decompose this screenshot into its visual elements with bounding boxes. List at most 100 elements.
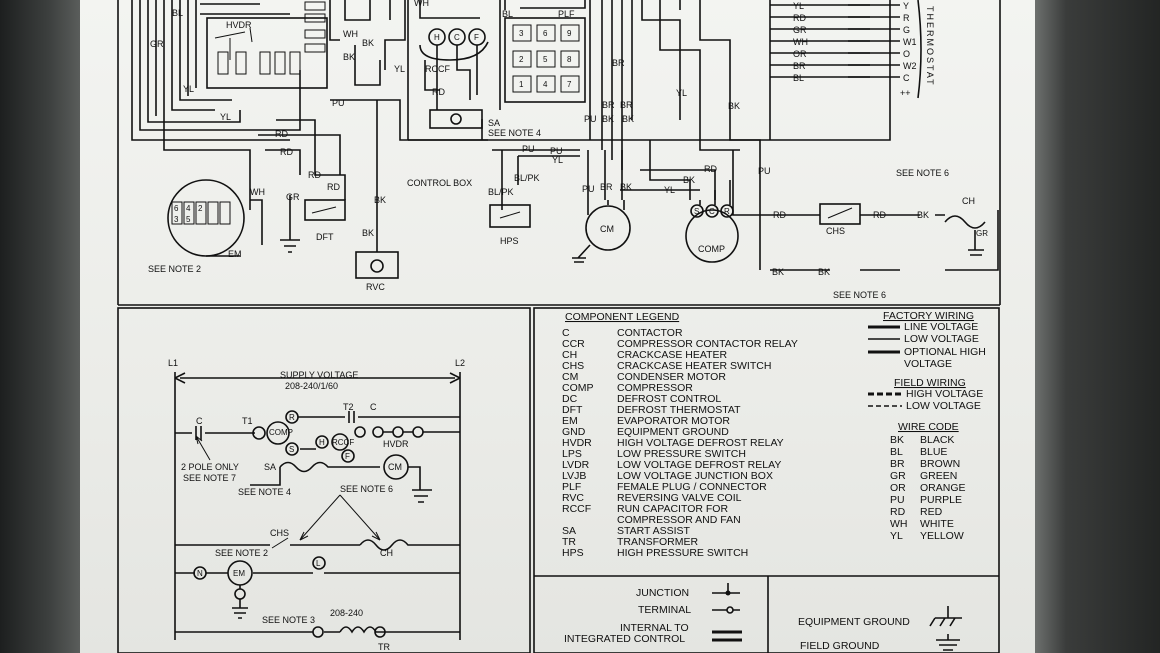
thermostat-wire: OR bbox=[793, 49, 807, 59]
wire-label: PU bbox=[522, 144, 535, 154]
wire-label: PU bbox=[584, 114, 597, 124]
wire-color: YELLOW bbox=[920, 530, 964, 542]
wire-color: PURPLE bbox=[920, 494, 962, 506]
wire-code-table: WIRE CODE BK BLACK BL BLUE BR BROWN GR G… bbox=[890, 421, 966, 542]
hvdr-label: HVDR bbox=[383, 439, 409, 449]
integrated-control-label: INTEGRATED CONTROL bbox=[564, 633, 685, 645]
tr-voltage-label: 208-240 bbox=[330, 608, 363, 618]
see-note-6-label: SEE NOTE 6 bbox=[833, 290, 886, 300]
hps-label: HPS bbox=[500, 236, 519, 246]
wire-color: RED bbox=[920, 506, 943, 518]
cm-label: CM bbox=[388, 462, 402, 472]
chs-label: CHS bbox=[826, 226, 845, 236]
legend-desc: COMPRESSOR bbox=[617, 382, 693, 394]
legend-desc: COMPRESSOR AND FAN bbox=[617, 514, 741, 526]
wire-code: BL bbox=[890, 446, 903, 458]
field-ground-label: FIELD GROUND bbox=[800, 640, 880, 652]
see-note-3-label: SEE NOTE 3 bbox=[262, 615, 315, 625]
f-label: F bbox=[345, 452, 350, 461]
legend-desc: START ASSIST bbox=[617, 525, 691, 537]
legend-code: DFT bbox=[562, 404, 583, 416]
thermostat-wire: BL bbox=[793, 73, 804, 83]
legend-code: COMP bbox=[562, 382, 594, 394]
wire-label: BK bbox=[362, 38, 374, 48]
wire-label: BR bbox=[612, 58, 625, 68]
wire-label: YL bbox=[183, 84, 194, 94]
voltage-label: VOLTAGE bbox=[904, 358, 952, 370]
wire-label: YL bbox=[552, 155, 563, 165]
thermostat-wire: WH bbox=[793, 37, 808, 47]
comp-label: COMP bbox=[698, 244, 725, 254]
comp-terminal: R bbox=[724, 207, 730, 216]
wire-label: RD bbox=[432, 87, 445, 97]
field-low-voltage-label: LOW VOLTAGE bbox=[906, 400, 981, 412]
wire-color: BLACK bbox=[920, 434, 954, 446]
n-label: N bbox=[197, 569, 203, 578]
legend-desc: EVAPORATOR MOTOR bbox=[617, 415, 730, 427]
wire-label: RD bbox=[704, 164, 717, 174]
wire-label: PU bbox=[550, 146, 563, 156]
thermostat-terminal: W2 bbox=[903, 61, 917, 71]
legend-code: RVC bbox=[562, 492, 584, 504]
wire-label: BR bbox=[620, 100, 633, 110]
see-note-2-label: SEE NOTE 2 bbox=[215, 548, 268, 558]
legend-desc: RUN CAPACITOR FOR bbox=[617, 503, 728, 515]
wire-code: BR bbox=[890, 458, 905, 470]
wire-label: BK bbox=[917, 210, 929, 220]
l2-label: L2 bbox=[455, 358, 465, 368]
s-label: S bbox=[289, 445, 294, 454]
wire-code: RD bbox=[890, 506, 906, 518]
wire-label: PU bbox=[332, 98, 345, 108]
plf-pin: 3 bbox=[519, 29, 524, 38]
plf-pin: 7 bbox=[567, 80, 572, 89]
thermostat-terminal: O bbox=[903, 49, 910, 59]
em-pin: 5 bbox=[186, 215, 191, 224]
legend-code: LPS bbox=[562, 448, 582, 460]
legend-desc: CRACKCASE HEATER bbox=[617, 349, 727, 361]
legend-desc: HIGH PRESSURE SWITCH bbox=[617, 547, 748, 559]
legend-desc: COMPRESSOR CONTACTOR RELAY bbox=[617, 338, 798, 350]
legend-desc: REVERSING VALVE COIL bbox=[617, 492, 742, 504]
legend-desc: TRANSFORMER bbox=[617, 536, 699, 548]
plf-pin: 8 bbox=[567, 55, 572, 64]
plf-label: PLF bbox=[558, 9, 575, 19]
plf-pin: 5 bbox=[543, 55, 548, 64]
comp-terminal: S bbox=[694, 207, 699, 216]
plf-pin: 2 bbox=[519, 55, 524, 64]
contactor-c-label: C bbox=[196, 416, 203, 426]
t1-label: T1 bbox=[242, 416, 253, 426]
wire-color: WHITE bbox=[920, 518, 954, 530]
legend-desc: CONTACTOR bbox=[617, 327, 683, 339]
legend-title: COMPONENT LEGEND bbox=[565, 311, 680, 323]
rccf-terminal-c: C bbox=[454, 33, 460, 42]
optional-high-label: OPTIONAL HIGH bbox=[904, 346, 986, 358]
thermostat-wire: BR bbox=[793, 61, 806, 71]
wire-label: BL bbox=[172, 8, 183, 18]
legend-code: HPS bbox=[562, 547, 584, 559]
low-voltage-label: LOW VOLTAGE bbox=[904, 333, 979, 345]
legend-code: RCCF bbox=[562, 503, 591, 515]
section-borders bbox=[117, 0, 1001, 653]
sa-label: SA bbox=[264, 462, 276, 472]
legend-code: GND bbox=[562, 426, 586, 438]
thermostat-word: THERMOSTAT bbox=[925, 6, 935, 87]
contactor-c-label: C bbox=[370, 402, 377, 412]
plf-pin: 6 bbox=[543, 29, 548, 38]
hvdr-label: HVDR bbox=[226, 20, 252, 30]
thermostat-terminal: G bbox=[903, 25, 910, 35]
control-box-label: CONTROL BOX bbox=[407, 178, 472, 188]
legend-desc: HIGH VOLTAGE DEFROST RELAY bbox=[617, 437, 784, 449]
wire-label: RD bbox=[275, 129, 288, 139]
wire-label: RD bbox=[308, 170, 321, 180]
see-note-4-label: SEE NOTE 4 bbox=[238, 487, 291, 497]
legend-code: EM bbox=[562, 415, 578, 427]
wire-code: WH bbox=[890, 518, 908, 530]
legend-desc: LOW VOLTAGE JUNCTION BOX bbox=[617, 470, 773, 482]
legend-code: PLF bbox=[562, 481, 581, 493]
wire-label: BK bbox=[374, 195, 386, 205]
ladder-diagram bbox=[174, 372, 461, 640]
plf-pin: 1 bbox=[519, 80, 524, 89]
component-legend: COMPONENT LEGEND C CONTACTOR CCR COMPRES… bbox=[562, 311, 798, 559]
wire-label: BK bbox=[362, 228, 374, 238]
wire-label: BL bbox=[502, 9, 513, 19]
